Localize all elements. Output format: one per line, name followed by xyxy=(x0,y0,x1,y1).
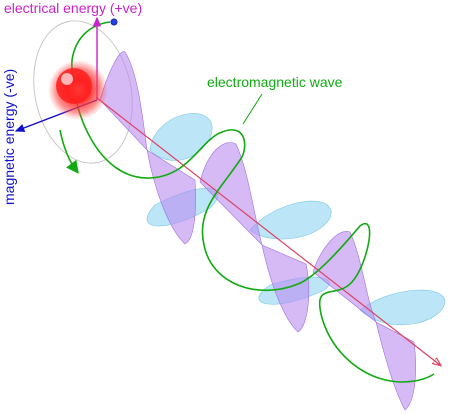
electric-lobe-1 xyxy=(99,51,148,151)
wave-spiral-start-arc xyxy=(71,21,111,61)
wave-label-pointer xyxy=(242,93,263,125)
particle-core xyxy=(56,68,92,104)
magnetic-lobe-1 xyxy=(149,113,213,161)
wave-label: electromagnetic wave xyxy=(207,74,343,90)
electric-field-lobes xyxy=(99,51,416,411)
orbit-electron xyxy=(110,18,118,26)
particle-highlight xyxy=(61,73,73,85)
magnetic-lobe-5 xyxy=(359,289,446,325)
magnetic-energy-label: magnetic energy (-ve) xyxy=(1,69,17,205)
electric-lobe-2 xyxy=(146,149,196,245)
electrical-energy-label: electrical energy (+ve) xyxy=(4,0,142,16)
wave-spiral xyxy=(71,59,435,383)
magnetic-lobe-3 xyxy=(249,200,332,240)
electric-lobe-6 xyxy=(375,321,416,411)
wave-spiral-lower-arc xyxy=(59,129,79,174)
propagation-axis xyxy=(96,97,440,365)
electric-lobe-5 xyxy=(312,231,377,323)
